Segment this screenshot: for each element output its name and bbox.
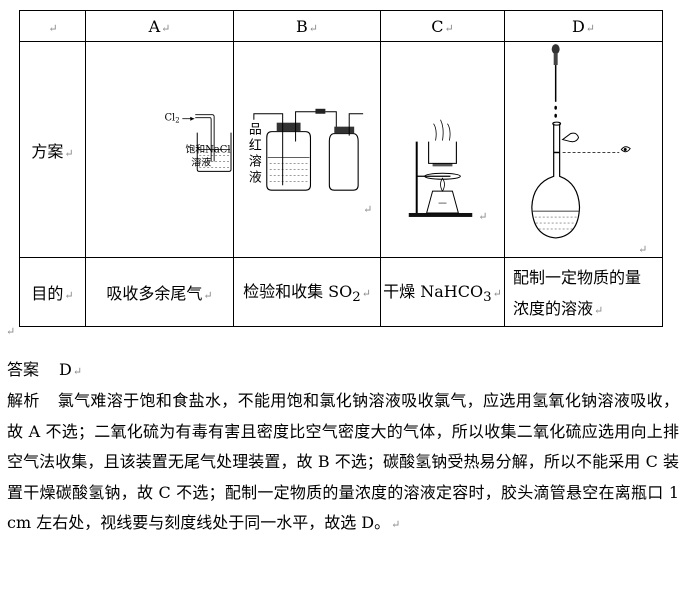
inlet-tube-1 bbox=[253, 113, 284, 186]
apparatus-d-cell: ↵ bbox=[504, 41, 663, 258]
gas-label: Cl2 bbox=[164, 113, 179, 125]
solution-label-2: 溶液 bbox=[191, 155, 211, 168]
return-mark: ↵ bbox=[308, 21, 318, 35]
wash-bottle-1 bbox=[266, 131, 312, 191]
drop bbox=[554, 105, 557, 110]
answer-value: D bbox=[59, 360, 72, 379]
bottle-stopper-1 bbox=[276, 122, 301, 132]
gauze bbox=[432, 163, 453, 167]
col-header-c: C↵ bbox=[380, 10, 505, 42]
goal-label: 目的 bbox=[31, 284, 64, 303]
return-mark: ↵ bbox=[48, 21, 58, 35]
reagent-label-3: 溶 bbox=[249, 154, 262, 169]
apparatus-c-diagram: ↵ bbox=[408, 119, 487, 223]
apparatus-a-cell: Cl2 饱和NaCl 溶液 bbox=[85, 41, 234, 258]
analysis-paragraph: 解析氯气难溶于饱和食盐水，不能用饱和氯化钠溶液吸收氯气，应选用氢氧化钠溶液吸收，… bbox=[7, 391, 679, 532]
inlet-tube-2 bbox=[325, 111, 337, 134]
dropper-bulb bbox=[551, 44, 560, 55]
header-row: ↵ A↵ B↵ C↵ D↵ bbox=[19, 10, 663, 42]
reagent-label-4: 液 bbox=[249, 170, 262, 185]
outlet-tube-1 bbox=[295, 111, 317, 142]
col-header-b: B↵ bbox=[233, 10, 381, 42]
flask-stopper bbox=[561, 132, 580, 143]
apparatus-b-diagram: 品 红 溶 液 ↵ bbox=[249, 108, 372, 216]
return-mark: ↵ bbox=[161, 21, 171, 35]
bottle-stopper-2 bbox=[334, 126, 355, 134]
solution-label-1: 饱和NaCl bbox=[185, 143, 230, 155]
apparatus-c-cell: ↵ bbox=[380, 41, 505, 258]
stand-base bbox=[408, 212, 473, 217]
outlet-tube-2 bbox=[348, 113, 364, 136]
apparatus-b-cell: 品 红 溶 液 ↵ bbox=[233, 41, 381, 258]
return-mark: ↵ bbox=[585, 21, 596, 35]
svg-text:↵: ↵ bbox=[478, 210, 487, 223]
experiment-table: ↵ A↵ B↵ C↵ D↵ 方案↵ Cl2 饱和NaCl 溶液 bbox=[19, 10, 663, 327]
alcohol-lamp bbox=[425, 190, 460, 214]
beaker bbox=[196, 132, 232, 172]
reagent-label-1: 品 bbox=[249, 123, 262, 138]
plan-row: 方案↵ Cl2 饱和NaCl 溶液 品 红 溶 bbox=[19, 41, 663, 258]
goal-a: 吸收多余尾气↵ bbox=[85, 257, 234, 327]
plan-label-cell: 方案↵ bbox=[19, 41, 86, 258]
col-header-d: D↵ bbox=[504, 10, 663, 42]
goal-label-cell: 目的↵ bbox=[19, 257, 86, 327]
goal-b: 检验和收集 SO2↵ bbox=[233, 257, 381, 327]
return-mark: ↵ bbox=[444, 21, 454, 35]
goal-d: 配制一定物质的量浓度的溶液↵ bbox=[504, 257, 663, 327]
beaker-c bbox=[428, 141, 457, 164]
arrowhead-icon bbox=[190, 116, 195, 121]
rubber-connector bbox=[315, 108, 326, 114]
eye-icon bbox=[620, 146, 631, 153]
corner-cell: ↵ bbox=[19, 10, 86, 42]
goal-c: 干燥 NaHCO3↵ bbox=[380, 257, 505, 327]
iron-ring bbox=[424, 172, 461, 180]
heat-wave-icon bbox=[433, 119, 451, 141]
svg-text:↵: ↵ bbox=[363, 203, 372, 216]
apparatus-d-diagram: ↵ bbox=[531, 44, 647, 256]
return-mark: ↵ bbox=[6, 325, 16, 338]
goal-row: 目的↵ 吸收多余尾气↵ 检验和收集 SO2↵ 干燥 NaHCO3↵ 配制一定物质… bbox=[19, 257, 663, 327]
reagent-label-2: 红 bbox=[249, 138, 262, 154]
svg-text:↵: ↵ bbox=[638, 243, 647, 256]
col-header-a: A↵ bbox=[85, 10, 234, 42]
flame-icon bbox=[440, 177, 445, 192]
analysis-label: 解析 bbox=[7, 391, 40, 410]
delivery-tube bbox=[195, 114, 215, 162]
volumetric-flask bbox=[531, 123, 581, 239]
analysis-text: 氯气难溶于饱和食盐水，不能用饱和氯化钠溶液吸收氯气，应选用氢氧化钠溶液吸收，故 … bbox=[7, 391, 679, 532]
collection-bottle bbox=[328, 133, 359, 191]
apparatus-a-diagram: Cl2 饱和NaCl 溶液 bbox=[164, 113, 232, 172]
plan-label: 方案 bbox=[31, 141, 64, 161]
answer-label: 答案 bbox=[7, 360, 40, 379]
